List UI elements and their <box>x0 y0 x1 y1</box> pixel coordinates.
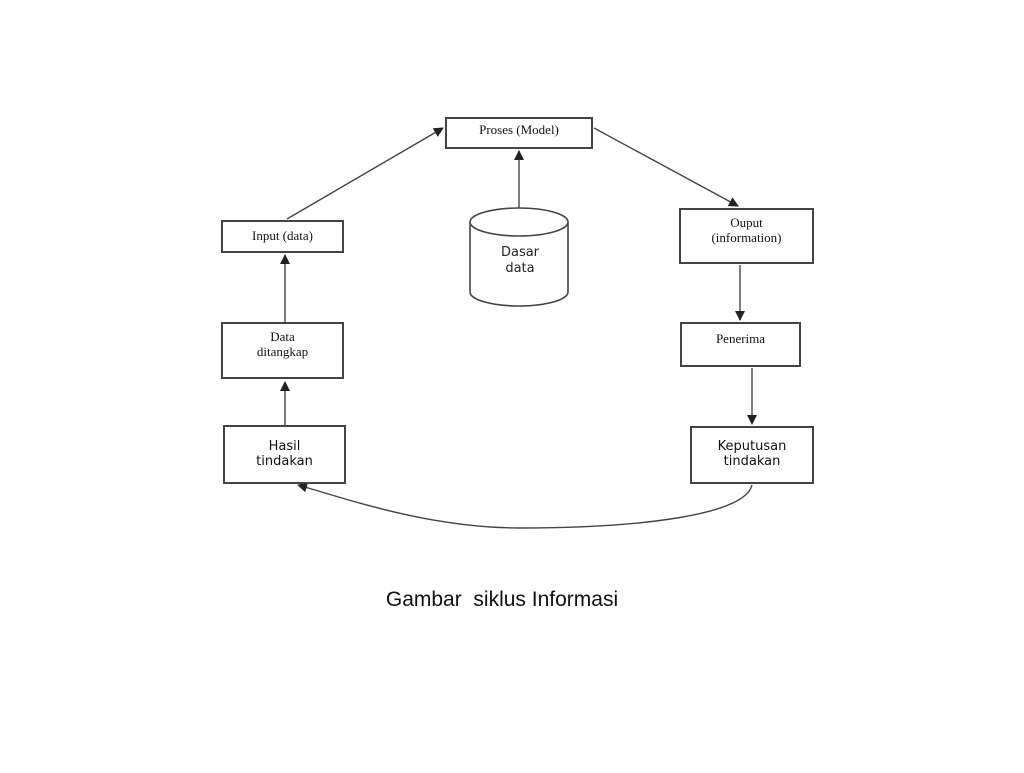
node-data-ditangkap: Data ditangkap <box>221 322 344 379</box>
database-cylinder-icon <box>469 207 569 307</box>
figure-caption: Gambar siklus Informasi <box>385 588 619 611</box>
node-hasil-tindakan: Hasil tindakan <box>223 425 346 484</box>
node-input: Input (data) <box>221 220 344 253</box>
edge-input-to-proses <box>286 127 444 220</box>
edge-keputusan-to-hasil <box>297 482 753 529</box>
edge-proses-to-output <box>593 127 739 207</box>
node-penerima: Penerima <box>680 322 801 367</box>
node-output: Ouput (information) <box>679 208 814 264</box>
node-proses: Proses (Model) <box>445 117 593 149</box>
node-keputusan-tindakan: Keputusan tindakan <box>690 426 814 484</box>
node-dasar-data-label: Dasar data <box>500 245 540 277</box>
